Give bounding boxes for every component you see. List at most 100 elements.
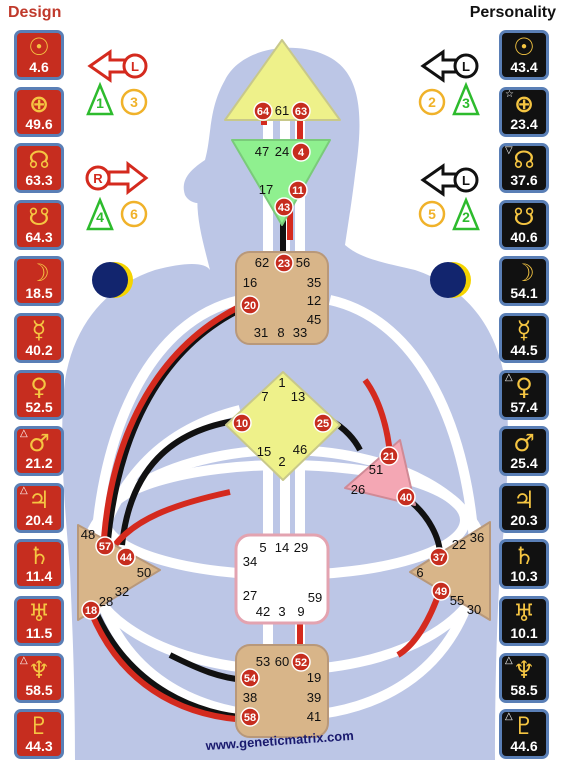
planet-symbol-icon: ⊕ xyxy=(28,89,50,118)
gate-58[interactable]: 58 xyxy=(240,707,260,727)
gate-24[interactable]: 24 xyxy=(275,144,289,159)
gate-49[interactable]: 49 xyxy=(431,581,451,601)
planet-design-1[interactable]: ⊕49.6 xyxy=(14,86,64,137)
gate-29[interactable]: 29 xyxy=(294,540,308,555)
planet-design-2[interactable]: ☊63.3 xyxy=(14,143,64,194)
gate-15[interactable]: 15 xyxy=(257,444,271,459)
planet-personality-11[interactable]: △♆58.5 xyxy=(499,652,549,703)
gate-35[interactable]: 35 xyxy=(307,275,321,290)
gate-13[interactable]: 13 xyxy=(291,389,305,404)
gate-62[interactable]: 62 xyxy=(255,255,269,270)
planet-personality-9[interactable]: ♄10.3 xyxy=(499,539,549,590)
planet-personality-5[interactable]: ☿44.5 xyxy=(499,313,549,363)
gate-28[interactable]: 28 xyxy=(99,594,113,609)
pers-bottom-tone: 2 xyxy=(462,209,470,225)
gate-8[interactable]: 8 xyxy=(277,325,284,340)
svg-text:40: 40 xyxy=(400,492,412,504)
planet-personality-0[interactable]: ☉43.4 xyxy=(499,30,549,80)
planet-design-12[interactable]: ♇44.3 xyxy=(14,709,64,760)
gate-47[interactable]: 47 xyxy=(255,144,269,159)
gate-30[interactable]: 30 xyxy=(467,602,481,617)
gate-56[interactable]: 56 xyxy=(296,255,310,270)
gate-26[interactable]: 26 xyxy=(351,482,365,497)
gate-18[interactable]: 18 xyxy=(81,600,101,620)
gate-45[interactable]: 45 xyxy=(307,312,321,327)
planet-design-11[interactable]: △♆58.5 xyxy=(14,652,64,703)
gate-50[interactable]: 50 xyxy=(137,565,151,580)
gate-12[interactable]: 12 xyxy=(307,293,321,308)
gate-34[interactable]: 34 xyxy=(243,554,257,569)
gate-31[interactable]: 31 xyxy=(254,325,268,340)
gate-2[interactable]: 2 xyxy=(278,454,285,469)
svg-text:16: 16 xyxy=(243,275,257,290)
gate-16[interactable]: 16 xyxy=(243,275,257,290)
gate-1[interactable]: 1 xyxy=(278,375,285,390)
planet-design-0[interactable]: ☉4.6 xyxy=(14,30,64,80)
gate-10[interactable]: 10 xyxy=(232,413,252,433)
planet-design-8[interactable]: △♃20.4 xyxy=(14,482,64,533)
gate-4[interactable]: 4 xyxy=(291,142,311,162)
planet-design-7[interactable]: △♂21.2 xyxy=(14,426,64,477)
gate-51[interactable]: 51 xyxy=(369,462,383,477)
svg-text:4: 4 xyxy=(298,147,305,159)
gate-9[interactable]: 9 xyxy=(297,604,304,619)
planet-personality-8[interactable]: ♃20.3 xyxy=(499,482,549,533)
gate-37[interactable]: 37 xyxy=(429,547,449,567)
planet-design-3[interactable]: ☋64.3 xyxy=(14,199,64,250)
gate-55[interactable]: 55 xyxy=(450,593,464,608)
gate-7[interactable]: 7 xyxy=(261,389,268,404)
planet-personality-4[interactable]: ☽54.1 xyxy=(499,256,549,307)
planet-design-4[interactable]: ☽18.5 xyxy=(14,256,64,307)
gate-44[interactable]: 44 xyxy=(116,547,136,567)
gate-22[interactable]: 22 xyxy=(452,537,466,552)
gate-60[interactable]: 60 xyxy=(275,654,289,669)
gate-41[interactable]: 41 xyxy=(307,709,321,724)
gate-38[interactable]: 38 xyxy=(243,690,257,705)
planet-personality-12[interactable]: △♇44.6 xyxy=(499,709,549,760)
gate-11[interactable]: 11 xyxy=(288,180,308,200)
gate-43[interactable]: 43 xyxy=(274,197,294,217)
planet-personality-1[interactable]: ☆⊕23.4 xyxy=(499,86,549,137)
gate-57[interactable]: 57 xyxy=(95,536,115,556)
planet-design-9[interactable]: ♄11.4 xyxy=(14,539,64,590)
gate-59[interactable]: 59 xyxy=(308,590,322,605)
gate-42[interactable]: 42 xyxy=(256,604,270,619)
planet-personality-3[interactable]: ☋40.6 xyxy=(499,199,549,250)
gate-25[interactable]: 25 xyxy=(313,413,333,433)
svg-text:62: 62 xyxy=(255,255,269,270)
planet-personality-7[interactable]: ♂25.4 xyxy=(499,426,549,477)
gate-21[interactable]: 21 xyxy=(379,446,399,466)
gate-27[interactable]: 27 xyxy=(243,588,257,603)
planet-symbol-icon: ☿ xyxy=(31,316,47,344)
gate-17[interactable]: 17 xyxy=(259,182,273,197)
gate-40[interactable]: 40 xyxy=(396,487,416,507)
gate-20[interactable]: 20 xyxy=(240,295,260,315)
planet-personality-10[interactable]: ♅10.1 xyxy=(499,596,549,646)
gate-5[interactable]: 5 xyxy=(259,540,266,555)
gate-52[interactable]: 52 xyxy=(291,652,311,672)
gate-3[interactable]: 3 xyxy=(278,604,285,619)
gate-48[interactable]: 48 xyxy=(81,527,95,542)
planet-design-5[interactable]: ☿40.2 xyxy=(14,313,64,363)
gate-39[interactable]: 39 xyxy=(307,690,321,705)
gate-36[interactable]: 36 xyxy=(470,530,484,545)
gate-23[interactable]: 23 xyxy=(274,253,294,273)
planet-personality-2[interactable]: ▽☊37.6 xyxy=(499,143,549,194)
gate-46[interactable]: 46 xyxy=(293,442,307,457)
gate-61[interactable]: 61 xyxy=(275,103,289,118)
planet-design-10[interactable]: ♅11.5 xyxy=(14,596,64,646)
gate-19[interactable]: 19 xyxy=(307,670,321,685)
planet-value: 63.3 xyxy=(25,172,53,189)
design-top-letter: L xyxy=(131,59,139,74)
gate-63[interactable]: 63 xyxy=(291,101,311,121)
planet-design-6[interactable]: ♀52.5 xyxy=(14,369,64,420)
planet-value: 54.1 xyxy=(510,285,538,302)
gate-64[interactable]: 64 xyxy=(253,101,273,121)
gate-6[interactable]: 6 xyxy=(416,565,423,580)
gate-33[interactable]: 33 xyxy=(293,325,307,340)
gate-54[interactable]: 54 xyxy=(240,668,260,688)
gate-53[interactable]: 53 xyxy=(256,654,270,669)
gate-32[interactable]: 32 xyxy=(115,584,129,599)
gate-14[interactable]: 14 xyxy=(275,540,289,555)
planet-personality-6[interactable]: △♀57.4 xyxy=(499,369,549,420)
